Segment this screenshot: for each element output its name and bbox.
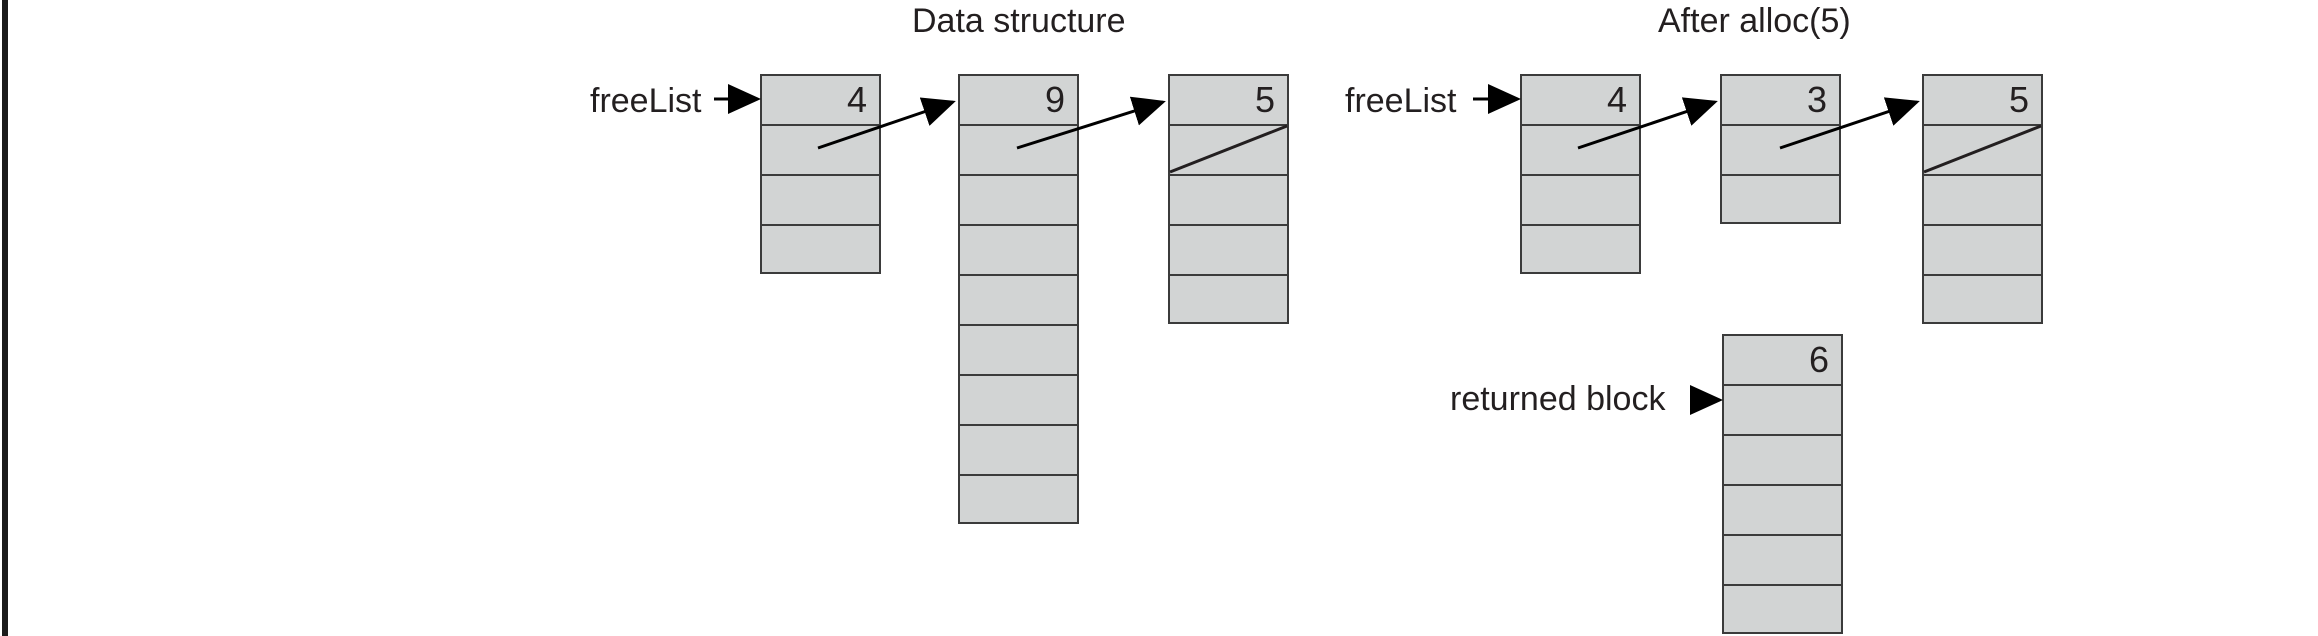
right-block-3[interactable]: 3	[1720, 74, 1841, 224]
block-header-cell: 6	[1722, 334, 1843, 384]
block-header-cell: 3	[1720, 74, 1841, 124]
block-payload-cell	[958, 474, 1079, 524]
block-header-cell: 4	[760, 74, 881, 124]
block-payload-cell	[1720, 174, 1841, 224]
block-header-cell: 5	[1168, 74, 1289, 124]
freelist-label-right: freeList	[1345, 82, 1457, 120]
block-payload-cell	[1722, 534, 1843, 584]
block-pointer-cell	[958, 124, 1079, 174]
block-header-cell: 5	[1922, 74, 2043, 124]
block-header-cell: 4	[1520, 74, 1641, 124]
returned-block-6[interactable]: 6	[1722, 334, 1843, 634]
block-payload-cell	[1168, 224, 1289, 274]
left-panel-title: Data structure	[912, 2, 1126, 40]
block-payload-cell	[958, 224, 1079, 274]
right-block-4[interactable]: 4	[1520, 74, 1641, 274]
left-edge-rule	[2, 0, 8, 636]
block-pointer-cell	[760, 124, 881, 174]
block-payload-cell	[760, 174, 881, 224]
block-size-value: 5	[1254, 79, 1275, 120]
block-payload-cell	[958, 324, 1079, 374]
block-payload-cell	[1722, 484, 1843, 534]
block-payload-cell	[1922, 274, 2043, 324]
block-payload-cell	[958, 374, 1079, 424]
block-size-value: 4	[846, 79, 867, 120]
left-block-9[interactable]: 9	[958, 74, 1079, 524]
block-payload-cell	[1168, 174, 1289, 224]
block-payload-cell	[958, 274, 1079, 324]
block-payload-cell	[1520, 174, 1641, 224]
block-size-value: 5	[2008, 79, 2029, 120]
block-null-pointer-cell	[1922, 124, 2043, 174]
block-payload-cell	[1922, 224, 2043, 274]
block-payload-cell	[760, 224, 881, 274]
block-pointer-cell	[1520, 124, 1641, 174]
right-block-5[interactable]: 5	[1922, 74, 2043, 324]
block-header-cell: 9	[958, 74, 1079, 124]
left-block-5[interactable]: 5	[1168, 74, 1289, 324]
block-payload-cell	[1922, 174, 2043, 224]
block-null-pointer-cell	[1168, 124, 1289, 174]
block-pointer-cell	[1720, 124, 1841, 174]
block-payload-cell	[1722, 584, 1843, 634]
returned-block-label: returned block	[1450, 380, 1666, 418]
left-block-4[interactable]: 4	[760, 74, 881, 274]
block-size-value: 6	[1808, 339, 1829, 380]
block-payload-cell	[1520, 224, 1641, 274]
block-payload-cell	[1722, 384, 1843, 434]
right-panel-title: After alloc(5)	[1658, 2, 1851, 40]
freelist-label-left: freeList	[590, 82, 702, 120]
block-size-value: 3	[1806, 79, 1827, 120]
block-payload-cell	[1168, 274, 1289, 324]
block-size-value: 4	[1606, 79, 1627, 120]
block-size-value: 9	[1044, 79, 1065, 120]
block-payload-cell	[958, 424, 1079, 474]
block-payload-cell	[1722, 434, 1843, 484]
block-payload-cell	[958, 174, 1079, 224]
